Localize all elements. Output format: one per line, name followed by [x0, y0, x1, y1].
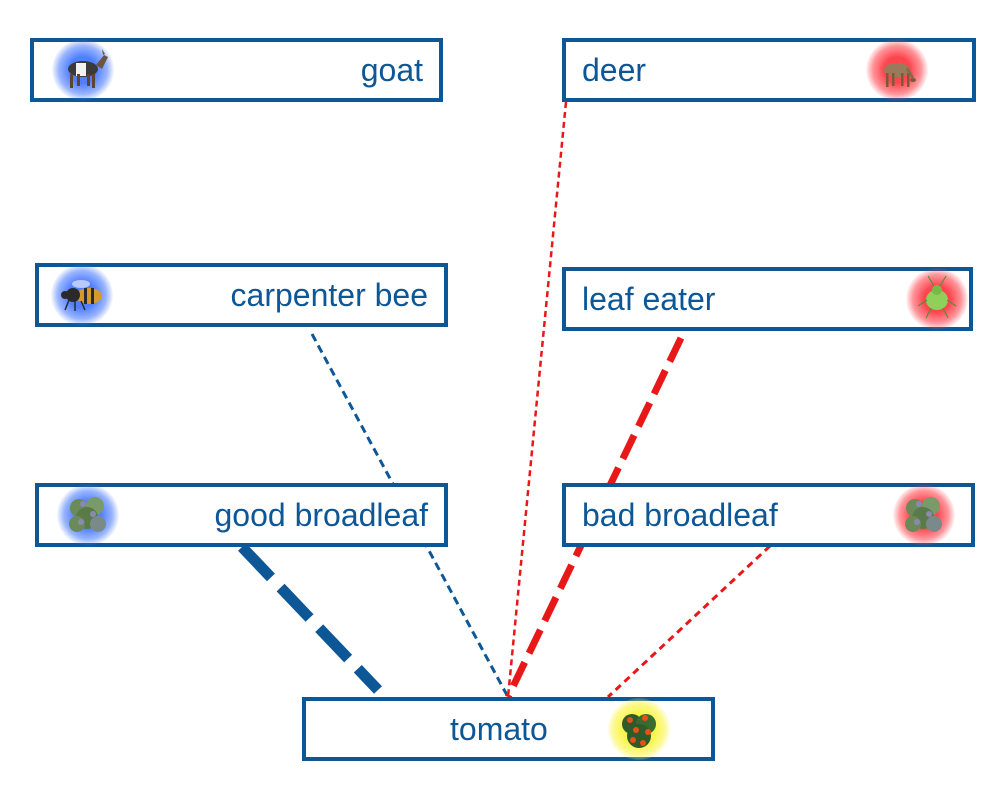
- goat-icon: [52, 39, 114, 101]
- node-goat[interactable]: goat: [30, 38, 443, 102]
- bee-icon: [51, 264, 113, 326]
- node-bad-broadleaf-label: bad broadleaf: [582, 497, 778, 533]
- node-tomato-label: tomato: [450, 711, 548, 747]
- edge-carpenter-bee-tomato: [310, 333, 510, 698]
- node-carpenter-bee-label: carpenter bee: [230, 277, 428, 313]
- node-good-broadleaf-label: good broadleaf: [214, 497, 428, 533]
- node-deer[interactable]: deer: [562, 38, 976, 102]
- broadleaf-icon: [893, 484, 955, 546]
- tomato-plant-icon: [608, 698, 670, 760]
- node-good-broadleaf[interactable]: good broadleaf: [35, 483, 448, 547]
- edge-good-broadleaf-tomato: [238, 543, 382, 694]
- edge-bad-broadleaf-tomato: [606, 544, 772, 699]
- node-leaf-eater-label: leaf eater: [582, 281, 716, 317]
- broadleaf-icon: [57, 484, 119, 546]
- node-goat-label: goat: [360, 52, 423, 88]
- node-tomato[interactable]: tomato: [302, 697, 715, 761]
- edge-deer-tomato: [506, 101, 568, 698]
- node-leaf-eater[interactable]: leaf eater: [562, 267, 973, 331]
- node-deer-label: deer: [582, 52, 647, 88]
- deer-icon: [866, 39, 928, 101]
- leaf-eater-icon: [906, 268, 968, 330]
- node-carpenter-bee[interactable]: carpenter bee: [35, 263, 448, 327]
- node-bad-broadleaf[interactable]: bad broadleaf: [562, 483, 975, 547]
